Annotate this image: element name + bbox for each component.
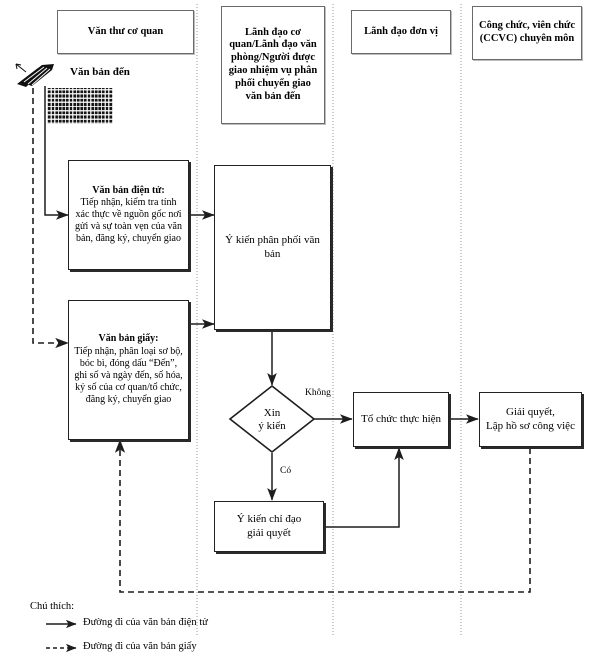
node-giai-quyet-lap-ho-so[interactable]: Giải quyết, Lập hồ sơ công việc (479, 392, 582, 447)
column-header-ccvc: Công chức, viên chức (CCVC) chuyên môn (472, 6, 582, 60)
decision-label-line2: ý kiến (258, 420, 286, 433)
incoming-documents-icon (15, 63, 54, 87)
node-label-line1: Giải quyết, (506, 406, 555, 419)
legend-title: Chú thích: (30, 601, 75, 612)
column-header-lanh-dao-co-quan: Lãnh đạo cơ quan/Lãnh đạo văn phòng/Ngườ… (221, 6, 325, 124)
column-header-label: Văn thư cơ quan (87, 25, 164, 37)
node-label: Tổ chức thực hiện (360, 412, 442, 425)
node-label-line2: giải quyết (247, 526, 291, 539)
input-label-van-ban-den: Văn bản đến (70, 66, 130, 78)
scanned-document-thumbnail (47, 88, 113, 124)
node-label: Ý kiến phân phối văn bản (225, 234, 320, 260)
node-body: Tiếp nhận, kiểm tra tính xác thực về ngu… (75, 196, 182, 245)
edge-label-co: Có (280, 466, 292, 476)
edge-return-paper-dashed (114, 439, 531, 593)
node-title: Văn bản điện tử: (92, 184, 165, 196)
node-van-ban-dien-tu[interactable]: Văn bản điện tử: Tiếp nhận, kiểm tra tín… (68, 160, 189, 270)
edge-label-khong: Không (305, 388, 331, 398)
column-header-label: Công chức, viên chức (CCVC) chuyên môn (478, 20, 575, 44)
node-to-chuc-thuc-hien[interactable]: Tổ chức thực hiện (353, 392, 449, 447)
node-body: Tiếp nhận, phân loại sơ bộ, bóc bì, đóng… (74, 345, 183, 406)
edge-chidao-to-tochuc (324, 447, 404, 528)
decision-label[interactable]: Xin ý kiến (227, 407, 317, 433)
legend-item-paper-label: Đường đi của văn bản giấy (83, 641, 197, 652)
node-y-kien-phan-phoi[interactable]: Ý kiến phân phối văn bản (214, 165, 331, 330)
column-header-label: Lãnh đạo cơ quan/Lãnh đạo văn phòng/Ngườ… (228, 26, 318, 102)
column-header-van-thu: Văn thư cơ quan (57, 10, 194, 54)
node-y-kien-chi-dao[interactable]: Ý kiến chỉ đạo giải quyết (214, 501, 324, 552)
node-van-ban-giay[interactable]: Văn bản giấy: Tiếp nhận, phân loại sơ bộ… (68, 300, 189, 440)
edge-icon-to-paper (32, 88, 69, 349)
node-label-line2: Lập hồ sơ công việc (486, 419, 575, 432)
legend-item-electronic-label: Đường đi của văn bản điện tử (83, 617, 208, 628)
node-title: Văn bản giấy: (98, 333, 159, 345)
column-header-lanh-dao-don-vi: Lãnh đạo đơn vị (351, 10, 451, 54)
column-header-label: Lãnh đạo đơn vị (364, 25, 438, 37)
decision-label-line1: Xin (263, 407, 281, 419)
node-label-line1: Ý kiến chỉ đạo (236, 513, 302, 526)
